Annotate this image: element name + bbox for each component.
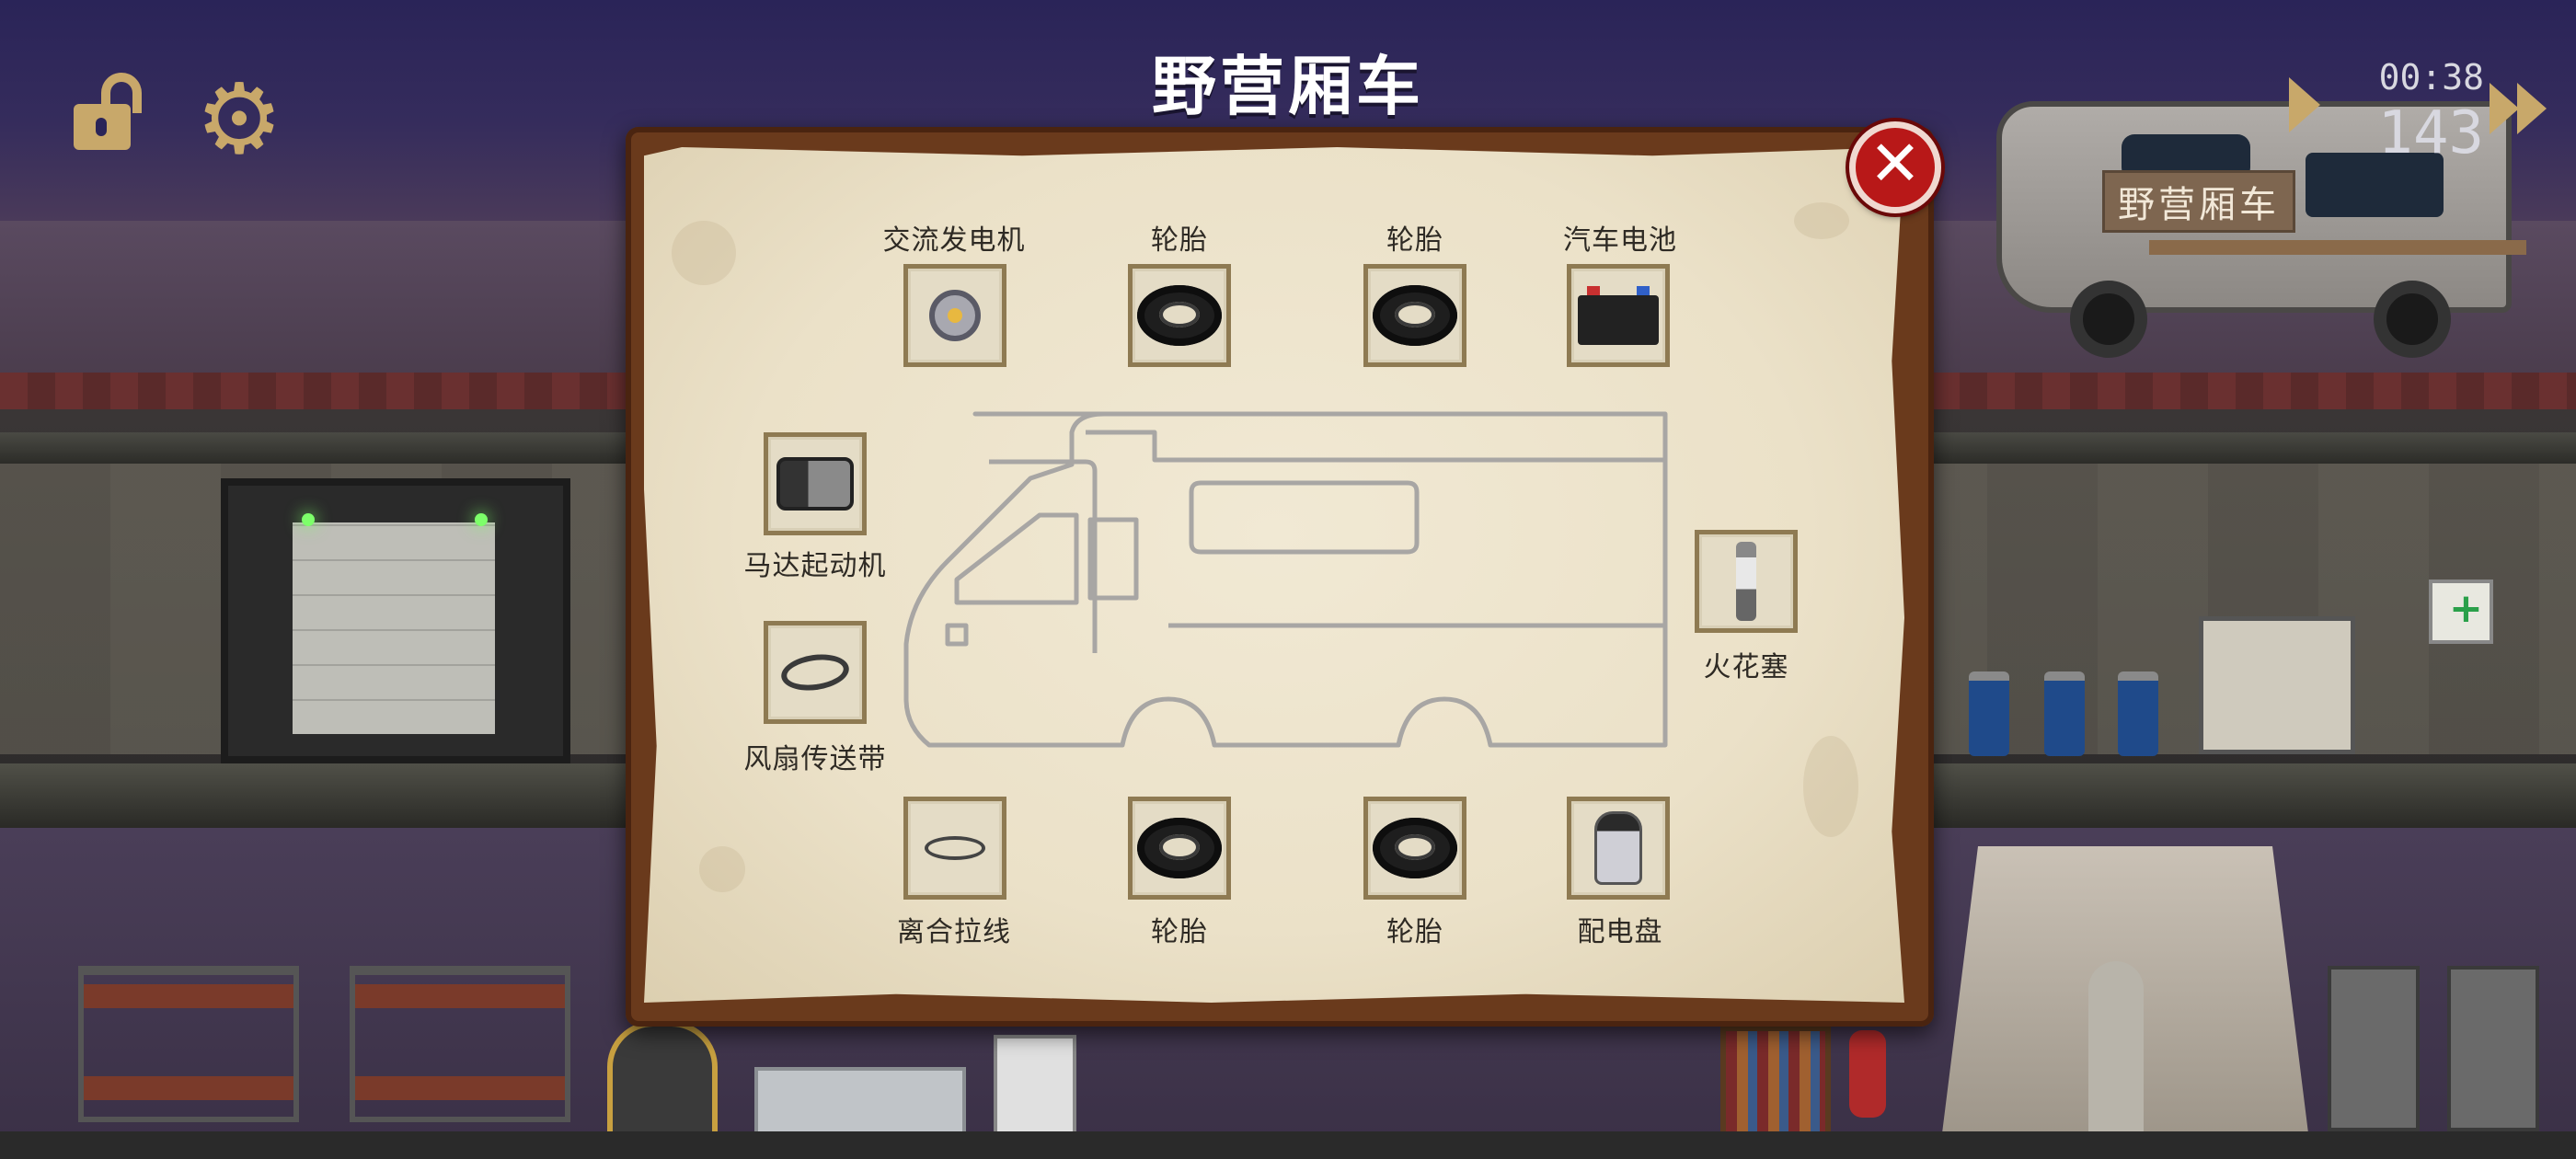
slot-label-fan-belt: 风扇传送带 (743, 743, 887, 775)
van-window (2306, 153, 2444, 217)
slot-clutch-cable[interactable] (903, 797, 1006, 900)
shower-light-icon (302, 513, 315, 526)
shower-light-icon (475, 513, 488, 526)
slot-label-tire: 轮胎 (1151, 224, 1208, 257)
starter-motor-icon (776, 457, 854, 511)
slot-label-tire: 轮胎 (1386, 224, 1443, 257)
generator (2199, 616, 2355, 754)
slot-tire-top-right[interactable] (1363, 264, 1466, 367)
slot-label-tire: 轮胎 (1386, 916, 1443, 948)
slot-fan-belt[interactable] (764, 621, 867, 724)
slot-distributor[interactable] (1567, 797, 1670, 900)
water-barrel (2118, 671, 2158, 756)
gear-icon[interactable]: ⚙ (195, 63, 283, 176)
locker (2328, 966, 2420, 1131)
vehicle-label: 野营厢车 (2102, 170, 2295, 233)
slot-battery[interactable] (1567, 264, 1670, 367)
close-button[interactable]: ✕ (1849, 121, 1941, 213)
lock-shackle (101, 73, 142, 113)
bunk-bed (350, 966, 570, 1122)
slot-label-clutch-cable: 离合拉线 (897, 916, 1011, 948)
day-counter: 143 (2377, 99, 2484, 167)
slot-tire-bottom-right[interactable] (1363, 797, 1466, 900)
van-stripe (2149, 240, 2526, 255)
unlock-icon[interactable] (64, 69, 147, 161)
distributor-icon (1594, 811, 1642, 885)
slot-label-battery: 汽车电池 (1563, 224, 1677, 257)
bunk-bed (78, 966, 299, 1122)
page-title: 野营厢车 (1152, 49, 1424, 124)
slot-tire-top-left[interactable] (1128, 264, 1231, 367)
shower-room (221, 478, 570, 763)
slot-label-spark-plug: 火花塞 (1703, 651, 1789, 683)
tire-icon (1373, 818, 1457, 878)
game-clock: 00:38 (2378, 57, 2484, 98)
van-wheel (2070, 281, 2147, 358)
fast-forward-icon[interactable] (2490, 83, 2554, 138)
water-barrel (1969, 671, 2009, 756)
slot-label-starter: 马达起动机 (743, 550, 887, 582)
fire-extinguisher (1849, 1030, 1886, 1118)
slot-spark-plug[interactable] (1695, 530, 1798, 633)
rv-outline-drawing (903, 411, 1668, 748)
modal-paper (644, 147, 1904, 1003)
slot-label-tire: 轮胎 (1151, 916, 1208, 948)
locker (2447, 966, 2539, 1131)
tire-icon (1137, 285, 1222, 346)
shower-tiles (293, 522, 495, 734)
clutch-cable-icon (925, 836, 985, 860)
close-icon: ✕ (1869, 128, 1922, 201)
statue (2088, 961, 2144, 1136)
floor-bottom (0, 1131, 2576, 1159)
first-aid-icon (2429, 580, 2493, 644)
battery-icon (1578, 286, 1659, 345)
slot-label-distributor: 配电盘 (1577, 916, 1663, 948)
slot-label-alternator: 交流发电机 (882, 224, 1026, 257)
fan-belt-icon (778, 650, 852, 694)
play-icon[interactable] (2289, 77, 2320, 132)
slot-starter[interactable] (764, 432, 867, 535)
spark-plug-icon (1736, 542, 1756, 621)
slot-alternator[interactable] (903, 264, 1006, 367)
tire-icon (1373, 285, 1457, 346)
tire-icon (1137, 818, 1222, 878)
slot-tire-bottom-left[interactable] (1128, 797, 1231, 900)
lock-body (74, 104, 131, 150)
van-wheel (2374, 281, 2451, 358)
alternator-icon (929, 290, 981, 341)
water-barrel (2044, 671, 2085, 756)
